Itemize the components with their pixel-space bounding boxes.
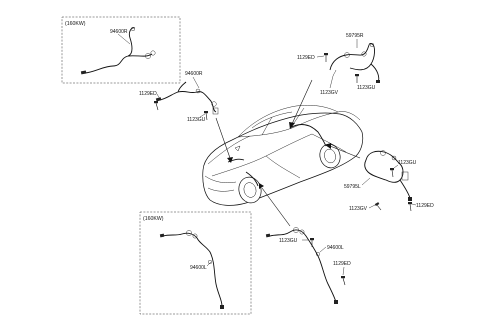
part-label-1123GU-left: 1123GU — [187, 117, 206, 123]
variant-box-top-left: (160KW) 94600R — [61, 16, 181, 84]
bolt-icon — [324, 53, 328, 62]
part-label-1123GU-bottom: 1123GU — [279, 238, 298, 244]
part-label-94600R: 94600R — [185, 71, 203, 77]
wheel-speed-sensor-harness-left-variant — [159, 230, 224, 309]
part-label-94600L-variant: 94600L — [190, 265, 207, 271]
part-label-1123GU-right: 1123GU — [398, 160, 417, 166]
bolt-icon — [408, 202, 412, 212]
part-label-1129ED-right: 1129ED — [416, 203, 434, 209]
parking-brake-cable-left: 1123GU 59795L 1123GV 1129ED — [344, 150, 434, 212]
part-label-1123GV-right: 1123GV — [349, 206, 368, 212]
part-label-59795R: 59795R — [346, 33, 364, 39]
part-label-1123GU-top: 1123GU — [357, 85, 376, 91]
bolt-icon — [355, 74, 359, 83]
wheel-speed-sensor-harness-front-right: 1123GU 94600L 1129ED — [265, 227, 351, 304]
part-label-1129ED-bottom: 1129ED — [333, 261, 351, 267]
part-label-1123GV-top: 1123GV — [320, 90, 339, 96]
part-label-1129ED-left: 1129ED — [139, 91, 157, 97]
parking-brake-cable-right: 59795R 1129ED 1123GU 1123GV — [297, 33, 380, 96]
bolt-icon — [204, 111, 208, 121]
part-label-59795L: 59795L — [344, 184, 361, 190]
vehicle-outline — [202, 105, 364, 206]
wheel-speed-sensor-harness-front-left: 94600R 1129ED 1123GU — [139, 71, 219, 123]
part-label-94600R-variant: 94600R — [110, 29, 128, 35]
bolt-icon — [341, 276, 346, 286]
variant-label-top-left: (160KW) — [65, 21, 86, 27]
variant-label-bottom-left: (160KW) — [143, 216, 164, 222]
wheel-speed-sensor-harness-rear-right-variant — [80, 26, 156, 75]
bolt-icon — [390, 168, 394, 178]
part-label-94600L: 94600L — [327, 245, 344, 251]
variant-box-bottom-left: (160KW) 94600L — [139, 211, 252, 315]
bolt-icon — [154, 101, 159, 111]
bolt-icon — [374, 202, 382, 211]
bolt-icon — [310, 238, 314, 247]
leader-arrows — [215, 79, 361, 227]
part-label-1129ED-top: 1129ED — [297, 55, 315, 61]
